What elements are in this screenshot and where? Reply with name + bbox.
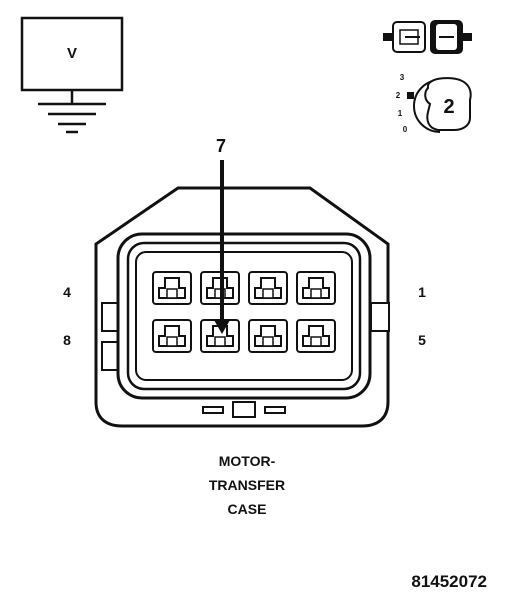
pin-cavity-grid [152,271,336,353]
callout-pin-number: 7 [216,136,226,156]
ground-icon [38,102,106,134]
component-name-line1: MOTOR- [219,453,276,469]
figure-number: 81452072 [411,572,487,591]
pin-cavity [152,319,192,353]
voltmeter-symbol: V [20,16,124,134]
dial-selected-number: 2 [443,96,454,118]
dial-position-1: 1 [398,109,403,118]
callout-arrowhead [214,320,230,334]
dial-position-0: 0 [403,125,408,134]
dial-indicator [407,92,414,99]
bottom-key-left [202,406,224,414]
dial-position-2: 2 [396,91,401,100]
pin-cavity [248,271,288,305]
pin-cavity [248,319,288,353]
pin-label-5: 5 [418,332,426,348]
component-name-line3: CASE [228,501,267,517]
right-latch [370,302,390,332]
dial-position-3: 3 [400,73,405,82]
bottom-key-right [264,406,286,414]
voltmeter-label: V [67,45,77,62]
connector-cavity-frame [126,241,362,391]
connector-inner-shell [116,232,372,400]
connector-cavity-well [135,251,353,381]
pin-cavity [152,271,192,305]
pin-cavity [296,271,336,305]
bottom-key-center [232,401,256,418]
probe-plug-icon [383,20,472,54]
pin-cavity [200,319,240,353]
pin-label-8: 8 [63,332,71,348]
pin-cavity [296,319,336,353]
probe-dial-icon: 3 2 1 0 2 [396,73,472,134]
pin-label-1: 1 [418,284,426,300]
pin-label-4: 4 [63,284,71,300]
component-name-line2: TRANSFER [209,477,285,493]
connector-body: 6 3 [94,186,390,428]
pin-callout: 7 [214,136,230,334]
